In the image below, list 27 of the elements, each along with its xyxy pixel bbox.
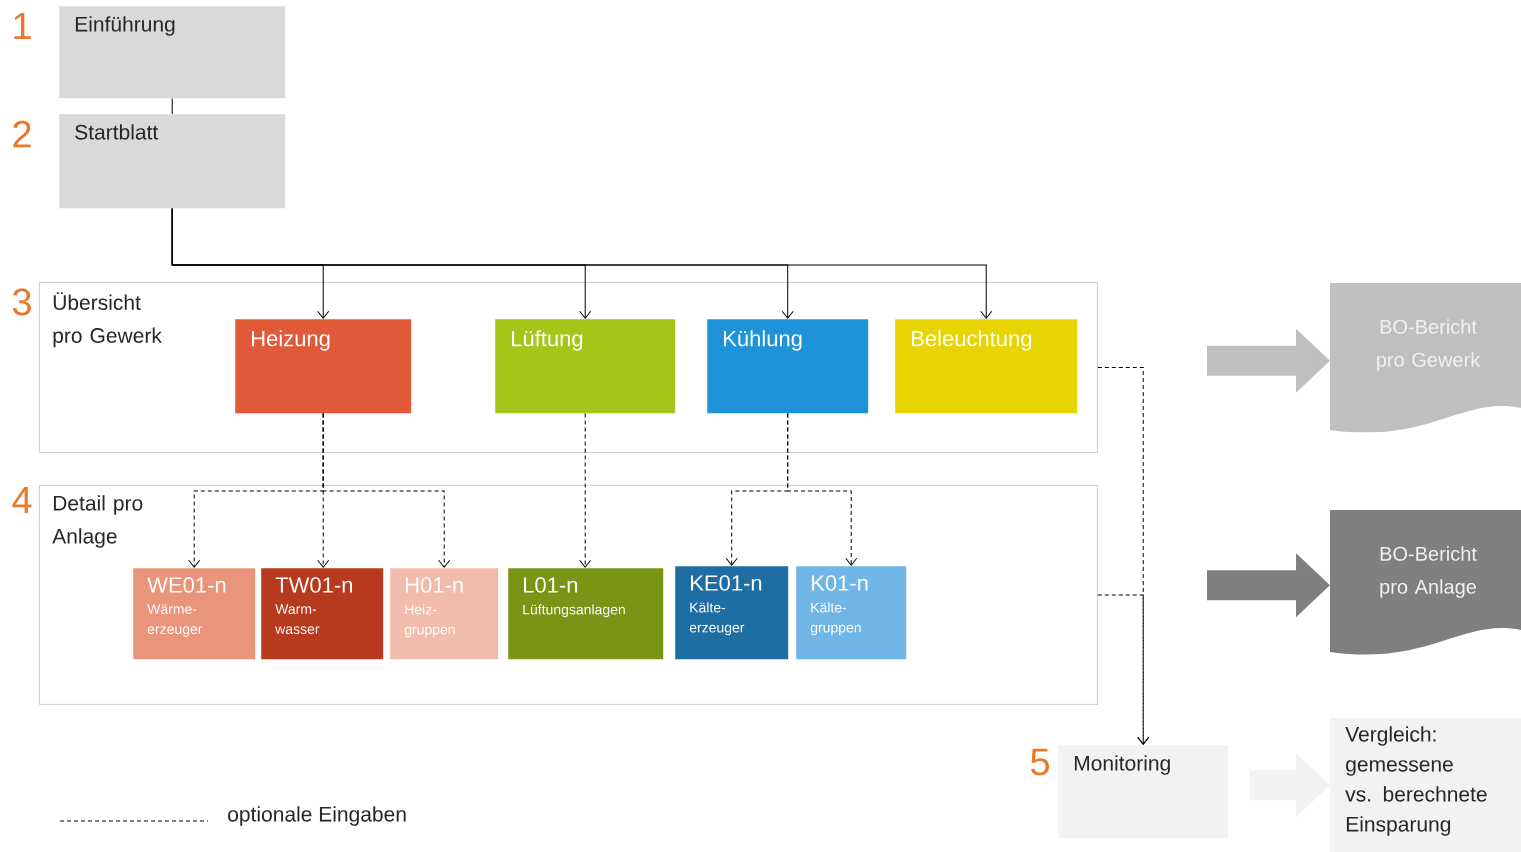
legend-text: optionale Eingaben: [228, 806, 406, 826]
result-box: Vergleich: gemessene vs. berechnete Einsparung: [1330, 718, 1521, 852]
system-box: H01-n Heiz- gruppen: [390, 568, 499, 660]
trade-box: Heizung: [235, 319, 412, 414]
process-box: Monitoring: [1058, 745, 1229, 839]
trade-box: Lüftung: [495, 319, 676, 414]
arrow: [579, 412, 592, 568]
arrow: [171, 207, 993, 319]
arrow: [322, 412, 451, 568]
step-number: 3: [12, 288, 31, 316]
system-box: K01-n Kälte- gruppen: [796, 566, 907, 660]
connector-line: [171, 97, 173, 115]
process-box: Startblatt: [59, 114, 286, 209]
system-box: TW01-n Warm- wasser: [261, 568, 384, 660]
trade-box: Beleuchtung: [895, 319, 1078, 414]
system-box: WE01-n Wärme- erzeuger: [133, 568, 256, 660]
arrow: [787, 412, 858, 566]
step-number: 4: [12, 486, 32, 514]
system-box: KE01-n Kälte- erzeuger: [675, 566, 789, 660]
report-document: BO-Bericht pro Anlage: [1330, 510, 1521, 655]
system-box: L01-n Lüftungsanlagen: [508, 568, 664, 660]
step-number: 1: [14, 12, 31, 40]
arrow: [1097, 594, 1150, 745]
step-number: 2: [13, 120, 31, 148]
trade-box: Kühlung: [707, 319, 869, 414]
process-box: Einführung: [59, 6, 286, 99]
step-number: 5: [1030, 748, 1049, 776]
